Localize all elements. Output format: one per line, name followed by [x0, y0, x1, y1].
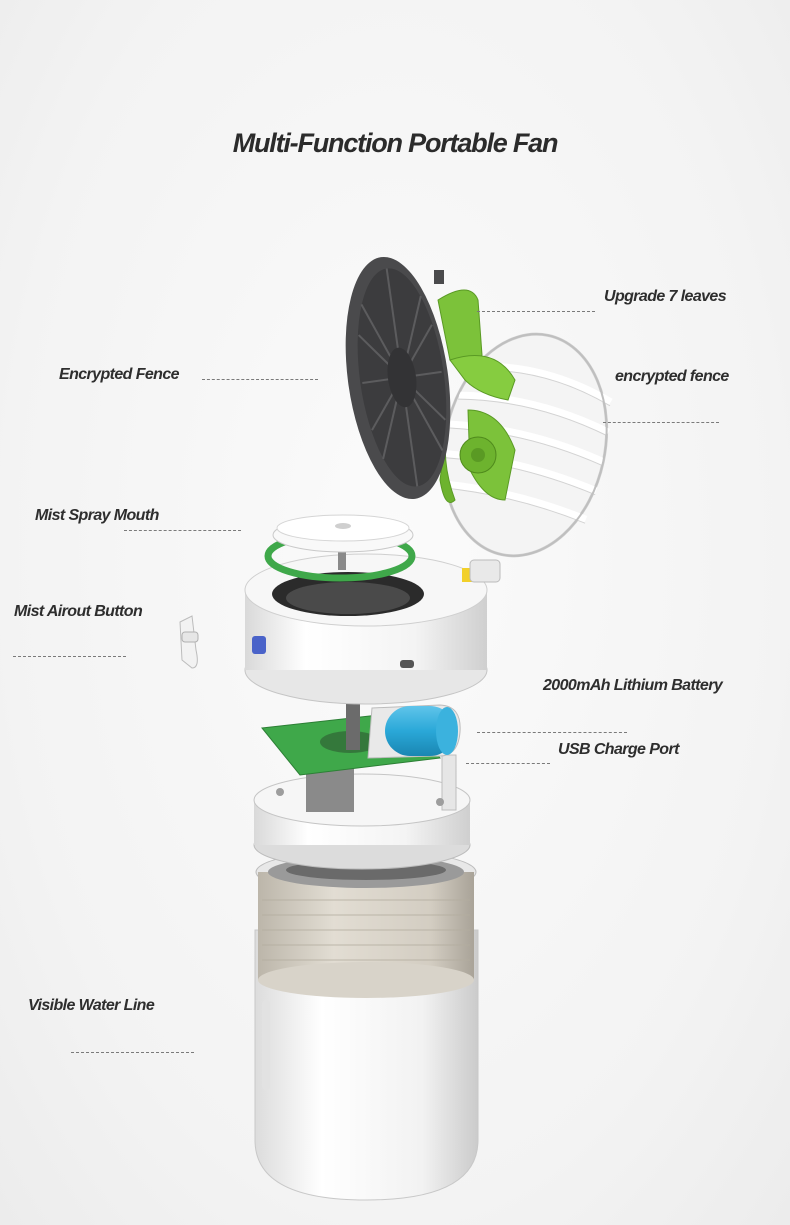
label-battery: 2000mAh Lithium Battery: [543, 677, 723, 694]
leader-usb-charge-port: [466, 763, 550, 764]
leader-upgrade-leaves: [477, 311, 595, 312]
label-usb-charge-port: USB Charge Port: [558, 741, 679, 758]
water-tank: [254, 929, 479, 1201]
usb-port-post: [441, 754, 457, 811]
leader-encrypted-fence-right: [603, 422, 719, 423]
dark-front-fence: [345, 256, 451, 500]
label-visible-water-line: Visible Water Line: [28, 997, 155, 1014]
label-mist-airout-button: Mist Airout Button: [14, 603, 143, 620]
leader-encrypted-fence-left: [202, 379, 318, 380]
green-fan-blades: [437, 289, 516, 503]
base-housing: [253, 752, 471, 870]
battery: [367, 704, 461, 759]
leader-mist-spray-mouth: [124, 530, 241, 531]
water-line-window: [262, 1000, 270, 1090]
mist-spray-plate: [272, 514, 414, 570]
label-encrypted-fence-right: encrypted fence: [615, 368, 729, 385]
page-title: Multi-Function Portable Fan: [232, 128, 559, 158]
leader-mist-airout-button: [13, 656, 126, 657]
leader-visible-water-line: [71, 1052, 194, 1053]
label-upgrade-leaves: Upgrade 7 leaves: [604, 288, 727, 305]
leader-battery: [477, 732, 627, 733]
label-encrypted-fence-left: Encrypted Fence: [59, 366, 180, 383]
label-mist-spray-mouth: Mist Spray Mouth: [35, 507, 159, 524]
mist-airout-button-part: [179, 615, 199, 669]
filter-core: [255, 849, 477, 998]
